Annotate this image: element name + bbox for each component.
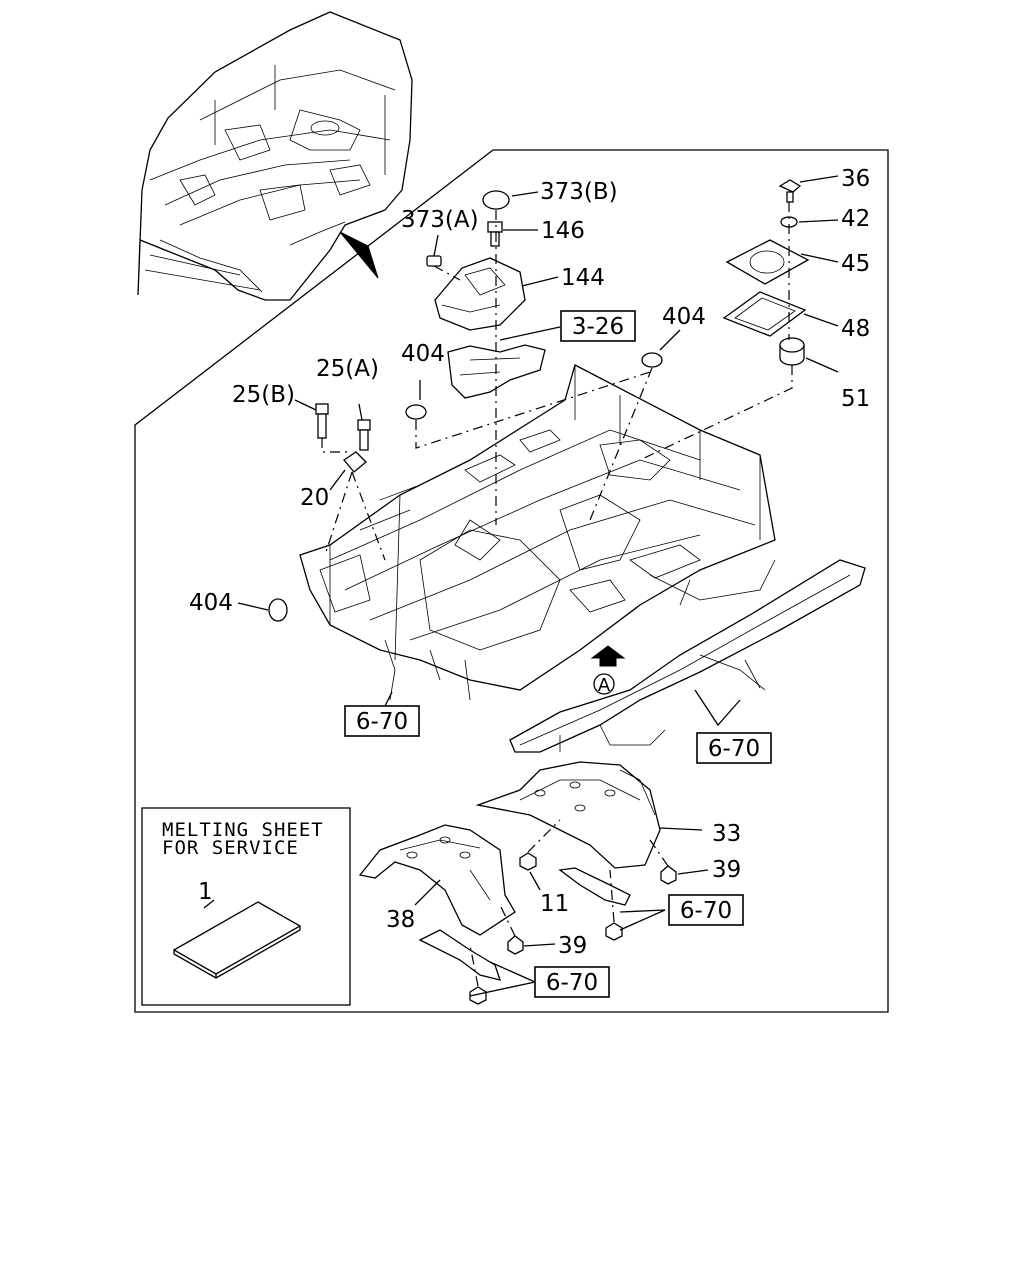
plug-373a [426, 255, 442, 267]
ref-box-6-70-frame [696, 732, 772, 764]
bolt-146 [487, 221, 503, 247]
callout-39-bottom: 39 [558, 933, 587, 959]
callout-404-mid: 404 [401, 341, 445, 367]
bracket-lower-left [418, 929, 501, 981]
service-sheet-title-line2: FOR SERVICE [162, 837, 299, 859]
bolt-39-right [660, 865, 677, 885]
shift-bracket-144 [434, 257, 526, 331]
chassis-frame-rail [509, 559, 866, 753]
view-marker-circle [593, 673, 615, 695]
main-frame-border [134, 149, 889, 1013]
ref-box-3-26 [560, 310, 636, 342]
cap-373b [482, 190, 510, 210]
callout-1: 1 [198, 879, 213, 905]
callout-373a: 373(A) [401, 207, 479, 233]
nut-11 [519, 852, 537, 871]
callout-25a: 25(A) [316, 356, 379, 382]
grommet-51 [779, 337, 805, 366]
callout-39-right: 39 [712, 857, 741, 883]
bracket-right [558, 867, 631, 906]
service-sheet-title-line1: MELTING SHEET [162, 819, 324, 841]
callout-51: 51 [841, 386, 870, 412]
callout-11: 11 [540, 891, 569, 917]
callout-38: 38 [386, 907, 415, 933]
callout-36: 36 [841, 166, 870, 192]
ref-label-6-70-left: 6-70 [356, 709, 408, 735]
nut-right-6-70 [605, 922, 623, 941]
grommet-404-mid [405, 404, 427, 420]
ref-label-6-70-right-bracket: 6-70 [680, 898, 732, 924]
gasket-48 [722, 291, 807, 337]
melting-sheet-part-1 [172, 901, 302, 979]
ref-label-6-70-frame: 6-70 [708, 736, 760, 762]
ref-box-6-70-bottom [534, 966, 610, 998]
direction-arrow [590, 645, 626, 667]
grommet-404-left [268, 598, 288, 622]
bolt-25a [357, 419, 371, 451]
view-marker-label: A [598, 675, 611, 696]
grommet-404-top [641, 352, 663, 368]
nut-bottom-6-70 [469, 986, 487, 1005]
ref-box-6-70-left [344, 705, 420, 737]
inset-pointer-arrow [339, 231, 379, 279]
cab-inset-view [137, 11, 413, 301]
callout-404-left: 404 [189, 590, 233, 616]
wing-bolt-36 [778, 179, 802, 203]
callout-45: 45 [841, 251, 870, 277]
ref-label-6-70-bottom: 6-70 [546, 970, 598, 996]
callout-42: 42 [841, 206, 870, 232]
cover-plate-45 [725, 239, 810, 285]
ref-label-3-26: 3-26 [572, 314, 624, 340]
floor-panel-assembly [299, 364, 776, 701]
callout-20: 20 [300, 485, 329, 511]
bolt-39-bottom [507, 935, 524, 955]
callout-404-top-right: 404 [662, 304, 706, 330]
service-sheet-box [141, 807, 351, 1006]
skid-plate-38 [358, 824, 516, 936]
callout-48: 48 [841, 316, 870, 342]
bolt-25b [315, 403, 329, 439]
callout-25b: 25(B) [232, 382, 295, 408]
callout-373b: 373(B) [540, 179, 618, 205]
callout-144: 144 [561, 265, 605, 291]
ref-box-6-70-right-bracket [668, 894, 744, 926]
skid-plate-33 [475, 761, 661, 869]
leader-lines [203, 175, 839, 997]
callout-146: 146 [541, 218, 585, 244]
callout-33: 33 [712, 821, 741, 847]
bracket-20 [343, 451, 367, 473]
